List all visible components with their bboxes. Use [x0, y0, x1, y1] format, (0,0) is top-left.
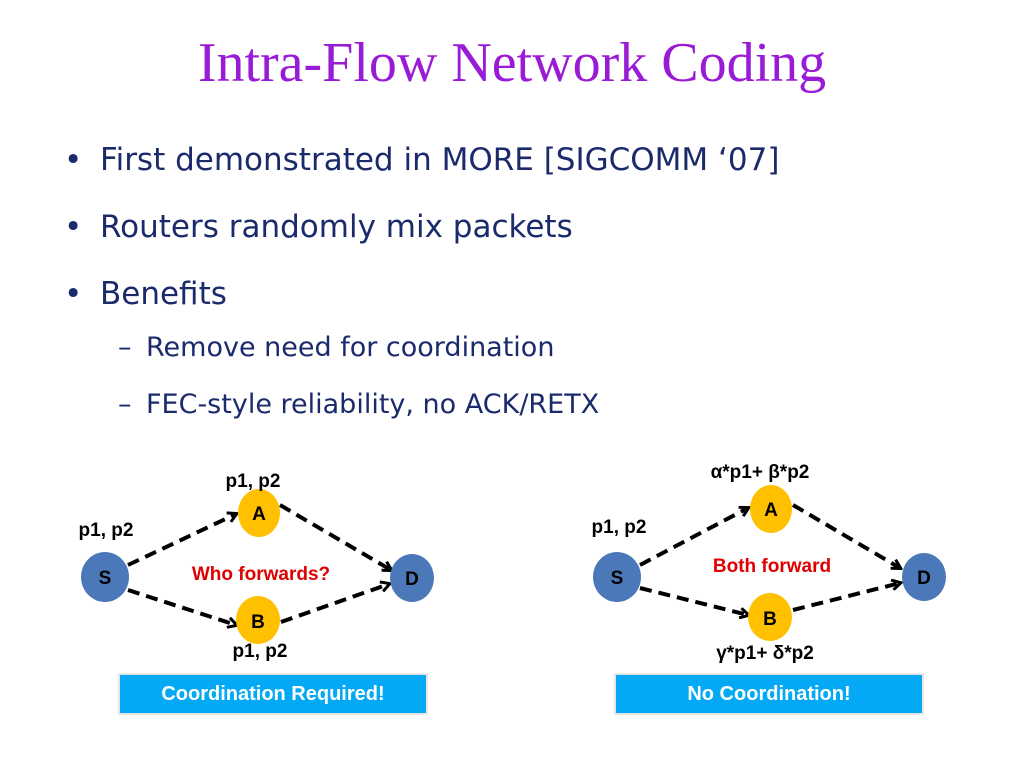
sub-bullet-dash-icon: – — [118, 389, 132, 420]
bullet-item: • First demonstrated in MORE [SIGCOMM ‘0… — [60, 140, 779, 207]
right-diagram: S A B D p1, p2 α*p1+ β*p2 γ*p1+ δ*p2 Bot… — [592, 462, 946, 664]
node-a-label: A — [252, 504, 266, 525]
sub-bullet-item: – FEC-style reliability, no ACK/RETX — [60, 387, 779, 444]
label-a-packets: p1, p2 — [226, 471, 281, 492]
edge-s-a — [127, 514, 236, 567]
label-s-packets: p1, p2 — [592, 517, 647, 538]
edge-b-d — [792, 583, 900, 612]
edge-s-b — [639, 586, 748, 615]
edge-s-a — [639, 508, 748, 567]
bullet-item: • Routers randomly mix packets — [60, 207, 779, 274]
center-text-who-forwards: Who forwards? — [192, 564, 330, 585]
bullet-text: Benefits — [100, 276, 227, 312]
bullet-dot-icon: • — [64, 142, 83, 178]
sub-bullet-text: Remove need for coordination — [146, 332, 555, 363]
node-d — [390, 554, 434, 602]
slide-title: Intra-Flow Network Coding — [197, 32, 827, 94]
bullet-item: • Benefits — [60, 274, 779, 330]
label-b-coded-packet: γ*p1+ δ*p2 — [716, 643, 814, 664]
sub-bullet-item: – Remove need for coordination — [60, 330, 779, 387]
edge-a-d — [278, 503, 391, 570]
node-s — [593, 552, 641, 602]
coordination-required-box: Coordination Required! — [118, 673, 428, 715]
center-text-both-forward: Both forward — [713, 556, 831, 577]
node-a — [750, 485, 792, 533]
label-s-packets: p1, p2 — [79, 520, 134, 541]
node-b-label: B — [251, 612, 265, 633]
bullet-text: First demonstrated in MORE [SIGCOMM ‘07] — [100, 142, 780, 178]
node-s-label: S — [611, 568, 624, 589]
node-d-label: D — [405, 569, 419, 590]
bullet-text: Routers randomly mix packets — [100, 209, 573, 245]
node-a — [238, 489, 280, 537]
edge-s-b — [127, 588, 236, 625]
node-s-label: S — [99, 568, 112, 589]
edge-b-d — [280, 584, 389, 624]
bullet-dot-icon: • — [64, 276, 83, 312]
node-a-label: A — [764, 500, 778, 521]
node-b — [748, 593, 792, 641]
label-a-coded-packet: α*p1+ β*p2 — [711, 462, 810, 483]
sub-bullet-dash-icon: – — [118, 332, 132, 363]
node-b-label: B — [763, 609, 777, 630]
bullet-list: • First demonstrated in MORE [SIGCOMM ‘0… — [60, 140, 779, 444]
sub-bullet-text: FEC-style reliability, no ACK/RETX — [146, 389, 600, 420]
no-coordination-box: No Coordination! — [614, 673, 924, 715]
node-d-label: D — [917, 568, 931, 589]
edge-a-d — [791, 503, 900, 568]
node-d — [902, 553, 946, 601]
bullet-dot-icon: • — [64, 209, 83, 245]
node-s — [81, 552, 129, 602]
node-b — [236, 596, 280, 644]
left-diagram: S A B D p1, p2 p1, p2 p1, p2 Who forward… — [79, 471, 434, 662]
label-b-packets: p1, p2 — [233, 641, 288, 662]
